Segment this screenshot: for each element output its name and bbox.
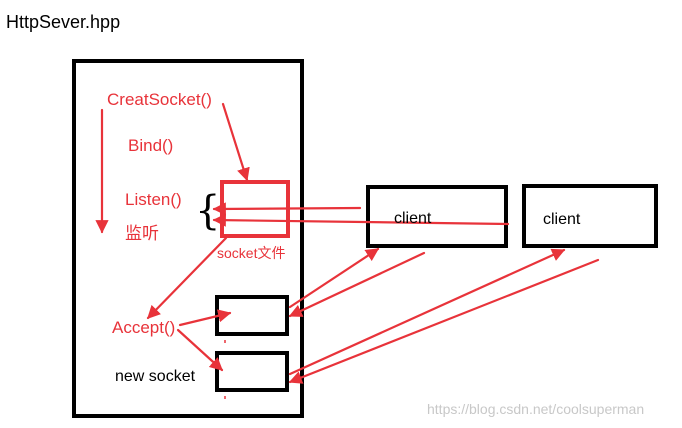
connection-box-2: [215, 351, 289, 392]
client2-to-box2-arrow: [288, 248, 566, 376]
create-to-socket-arrow: [221, 102, 250, 182]
client-box-2: [522, 184, 658, 248]
client-to-listen-arrow-1: [212, 202, 362, 216]
accept-to-box2-arrow: [176, 328, 224, 372]
client-label-1: client: [394, 210, 432, 227]
socket-file-label: socket文件: [217, 245, 286, 261]
accept-to-box1-arrow: [178, 309, 232, 327]
file-title: HttpSever.hpp: [6, 12, 121, 32]
step-create-socket: CreatSocket(): [107, 90, 212, 109]
listen-brace: {: [195, 188, 220, 234]
client1-to-box1-arrow: [288, 247, 380, 309]
client-box-1: [366, 185, 508, 248]
client-to-listen-arrow-2: [212, 213, 510, 227]
watermark-url: https://blog.csdn.net/coolsuperman: [427, 401, 645, 417]
connection-box-1: [215, 295, 289, 336]
new-socket-label: new socket: [115, 368, 196, 385]
client-label-2: client: [543, 211, 581, 228]
arrows: [95, 102, 600, 384]
client2-from-box2-arrow: [288, 258, 600, 384]
step-listen: Listen(): [125, 190, 182, 209]
client1-from-box1-arrow: [288, 251, 426, 318]
step-bind: Bind(): [128, 136, 174, 155]
socket-to-accept-arrow: [146, 236, 228, 320]
step-accept: Accept(): [112, 318, 176, 337]
server-box: [72, 59, 304, 418]
step-listen-cn: 监听: [125, 224, 159, 243]
